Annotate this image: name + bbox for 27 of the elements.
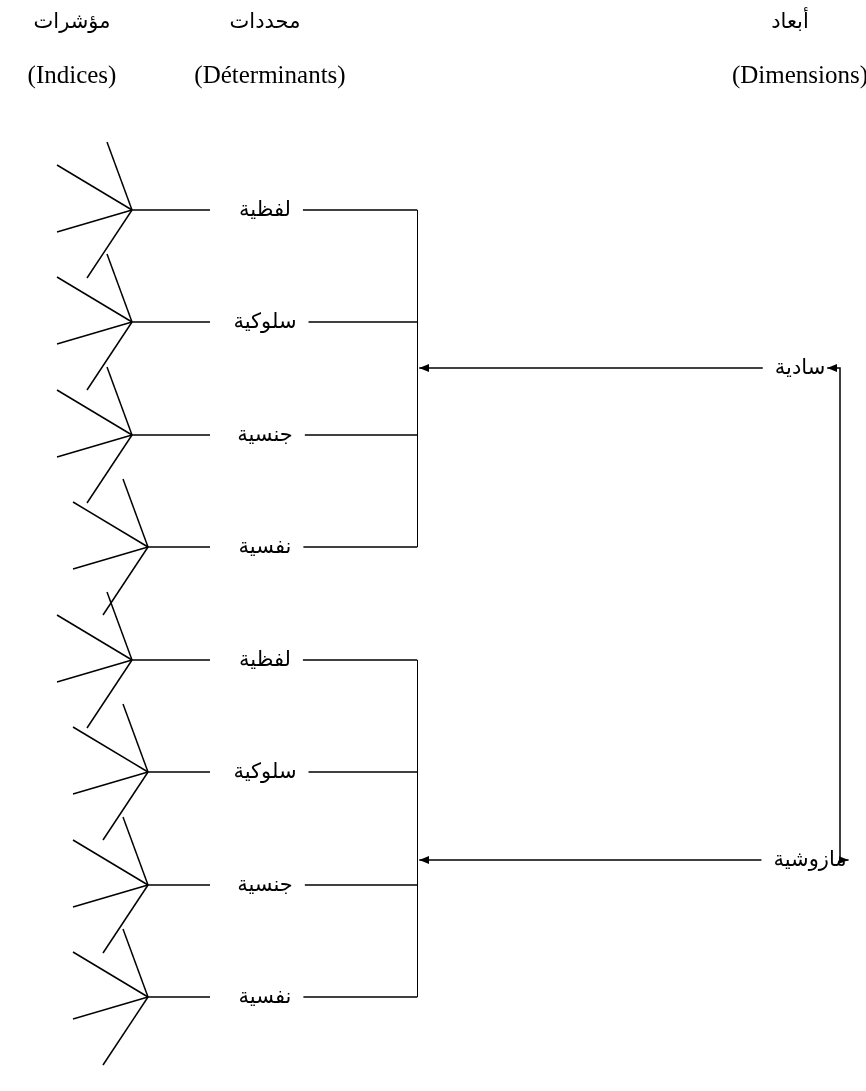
connector-line — [307, 771, 418, 773]
connector-line — [307, 321, 418, 323]
arrow — [418, 364, 764, 372]
arrow — [418, 856, 763, 864]
determinant-label: نفسية — [238, 534, 292, 560]
connector-line — [302, 546, 418, 548]
determinant-label: جنسية — [237, 872, 293, 898]
connector-line — [302, 996, 418, 998]
determinant-label: لفظية — [239, 647, 291, 673]
determinant-label: سلوكية — [233, 759, 297, 785]
connector-line — [302, 659, 418, 661]
determinant-label: جنسية — [237, 422, 293, 448]
connector-line — [304, 434, 418, 436]
column-subheading: (Dimensions) — [731, 60, 866, 90]
column-subheading: (Déterminants) — [194, 60, 346, 90]
determinant-label: نفسية — [238, 984, 292, 1010]
determinant-label: سلوكية — [233, 309, 297, 335]
connector-line — [304, 884, 418, 886]
dimension-label: مازوشية — [773, 847, 847, 873]
column-subheading: (Indices) — [27, 60, 117, 90]
double-arrow — [826, 364, 850, 864]
determinant-label: لفظية — [239, 197, 291, 223]
connector-line — [302, 209, 418, 211]
dimension-label: سادية — [774, 355, 826, 381]
column-heading: مؤشرات — [33, 9, 111, 35]
column-heading: محددات — [229, 9, 301, 35]
column-heading: أبعاد — [771, 9, 809, 35]
